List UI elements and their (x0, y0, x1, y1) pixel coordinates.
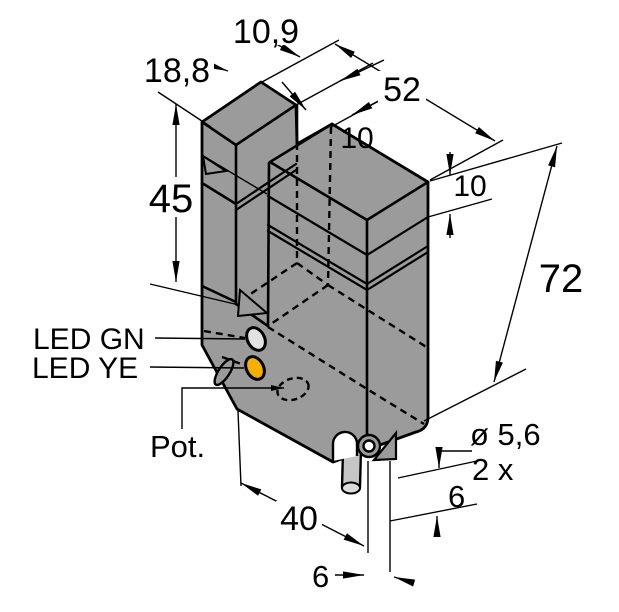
dim-head-height: 10 (453, 170, 486, 203)
ext-line-flange-top (397, 460, 478, 479)
dim-slot-width: 10 (340, 122, 373, 155)
dim-line-72 (493, 145, 558, 383)
chamfer-corner-arc (213, 357, 235, 387)
head-window-line-b (266, 229, 430, 292)
dim-arrow-6b-right (393, 576, 416, 587)
ext-line-45-bottom (149, 283, 240, 306)
head-parting-line (266, 194, 430, 257)
potentiometer-hidden-circle (276, 376, 310, 402)
dim-hole-distance: 40 (280, 500, 318, 538)
prong-window-line-b (234, 168, 298, 212)
hidden-edge-to-yellow-led (221, 355, 245, 367)
yellow-led (244, 355, 266, 381)
leader-potentiometer (181, 385, 284, 429)
plate-18-8 (144, 54, 214, 85)
ext-line-B (261, 39, 340, 83)
dim-flange-thickness: 6 (448, 479, 465, 514)
dim-hole-diameter: ø 5,6 (470, 417, 541, 452)
hidden-slot-rear-vertical (326, 126, 333, 286)
dim-arrow-10slot-left (281, 81, 307, 111)
hidden-internal-edge-lower (267, 325, 425, 426)
hidden-internal-edge-upper (327, 283, 429, 350)
ext-line-head-parting (427, 198, 493, 218)
mounting-hole-inner (362, 439, 376, 453)
dim-housing-width: 18,8 (144, 52, 210, 90)
ext-line-45-top (157, 91, 212, 128)
dim-hole-count: 2 x (472, 452, 514, 487)
ext-line-C (295, 62, 374, 106)
hidden-slot-floor-rear (296, 262, 329, 286)
ext-line-40-left (237, 410, 242, 487)
leader-led-green (154, 337, 246, 340)
dim-prong-thickness: 10,9 (233, 13, 299, 51)
mounting-flange-tab (371, 429, 398, 462)
beam-arrow-lower (236, 287, 270, 318)
dim-housing-height: 72 (539, 257, 584, 301)
dim-housing-depth: 52 (383, 71, 421, 109)
plate-72 (538, 257, 584, 296)
plate-52 (378, 71, 426, 104)
dim-hole-edge-offset: 6 (312, 559, 329, 594)
label-potentiometer: Pot. (150, 429, 205, 464)
prong-window-line-left (200, 181, 238, 206)
prong-lower-line (200, 284, 238, 304)
plate-40 (276, 501, 322, 532)
green-led (245, 326, 267, 352)
leader-led-yellow (149, 366, 245, 369)
slot-right-edge (266, 161, 271, 328)
beam-arrow-upper (201, 153, 229, 176)
ext-line-72-bottom (423, 368, 527, 422)
head-window-line-a (266, 223, 430, 286)
prong-window-line-a (234, 162, 298, 206)
ext-line-flange-bottom (389, 503, 478, 522)
hidden-edge-to-green-led (203, 329, 246, 340)
leader-hole-spec (435, 447, 472, 468)
hidden-slot-floor-right (267, 284, 329, 327)
plate-10-9 (230, 14, 304, 45)
label-led-yellow: LED YE (32, 352, 138, 385)
dim-slot-depth: 45 (149, 177, 194, 221)
plate-45 (147, 177, 197, 217)
head-top-face-edges (268, 122, 430, 222)
mounting-slot-arch (331, 430, 359, 461)
ext-line-E-52 (429, 139, 504, 181)
cable-end-cap (341, 481, 361, 495)
label-led-green: LED GN (33, 323, 145, 356)
